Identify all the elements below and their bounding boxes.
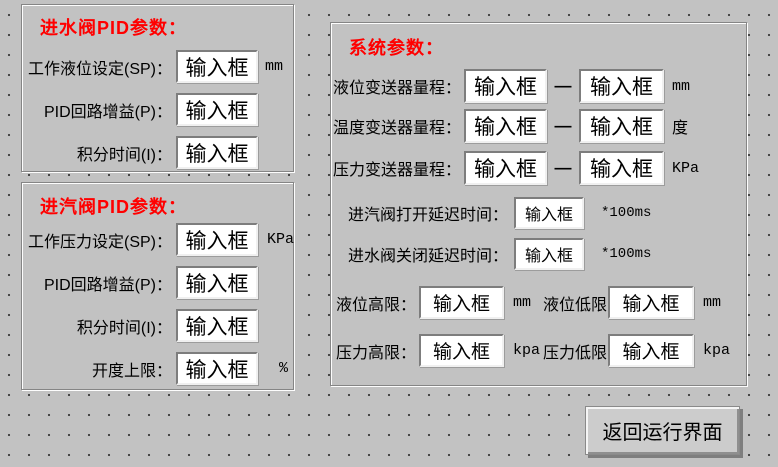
pressure-range-unit: KPa [672,159,700,177]
level-high-limit-input-box[interactable]: 输入框 [419,286,504,319]
water-sp-unit: mm [265,58,284,75]
water-sp-label: 工作液位设定(SP)： [27,60,172,78]
steam-valve-pid-group: 进汽阀PID参数： 工作压力设定(SP)： 输入框 KPa PID回路增益(P)… [21,182,294,390]
pressure-range-label: 压力变送器量程： [332,162,461,179]
steam-open-delay-row: 进汽阀打开延迟时间： 输入框 *100ms [331,197,651,229]
steam-integral-row: 积分时间(I)： 输入框 [22,309,258,342]
level-range-label: 液位变送器量程： [332,80,461,97]
steam-opening-limit-label: 开度上限： [91,362,172,380]
steam-integral-input-box[interactable]: 输入框 [176,309,258,342]
steam-opening-limit-input-box[interactable]: 输入框 [176,352,258,385]
water-close-delay-input-box[interactable]: 输入框 [514,238,584,270]
level-range-dash: — [554,76,572,95]
water-integral-input-box[interactable]: 输入框 [176,136,258,169]
water-gain-row: PID回路增益(P)： 输入框 [22,93,258,126]
steam-open-delay-label: 进汽阀打开延迟时间： [347,207,508,224]
water-close-delay-label: 进水阀关闭延迟时间： [347,248,508,265]
water-close-delay-unit: *100ms [601,246,652,262]
temperature-range-min-input-box[interactable]: 输入框 [464,109,547,143]
level-low-limit-label: 液位低限： [543,296,624,314]
pressure-limit-row: 压力高限： 输入框 kpa 压力低限： 输入框 kpa [331,334,730,367]
steam-opening-limit-unit: % [279,360,289,377]
steam-sp-unit: KPa [267,231,295,248]
pressure-range-min-input-box[interactable]: 输入框 [464,151,547,185]
return-run-screen-button[interactable]: 返回运行界面 [585,406,740,455]
water-sp-row: 工作液位设定(SP)： 输入框 mm [22,50,283,83]
temperature-range-row: 温度变送器量程： 输入框 — 输入框 度 [331,109,688,143]
temperature-range-max-input-box[interactable]: 输入框 [579,109,664,143]
temperature-range-label: 温度变送器量程： [332,120,461,137]
steam-opening-limit-row: 开度上限： 输入框 % [22,352,288,385]
steam-sp-label: 工作压力设定(SP)： [27,233,172,251]
water-close-delay-row: 进水阀关闭延迟时间： 输入框 *100ms [331,238,651,270]
level-range-unit: mm [672,77,691,95]
water-integral-row: 积分时间(I)： 输入框 [22,136,258,169]
system-params-group-title: 系统参数： [349,38,444,58]
water-valve-pid-group-title: 进水阀PID参数： [40,18,188,38]
pressure-low-limit-unit: kpa [703,342,731,359]
steam-gain-label: PID回路增益(P)： [43,276,172,294]
pressure-low-limit-input-box[interactable]: 输入框 [608,334,694,367]
pressure-high-limit-unit: kpa [513,342,541,359]
level-low-limit-unit: mm [703,294,722,311]
temperature-range-dash: — [554,116,572,135]
pressure-high-limit-input-box[interactable]: 输入框 [419,334,504,367]
level-range-row: 液位变送器量程： 输入框 — 输入框 mm [331,69,690,103]
steam-sp-row: 工作压力设定(SP)： 输入框 KPa [22,223,294,256]
level-high-limit-unit: mm [513,294,532,311]
pressure-range-max-input-box[interactable]: 输入框 [579,151,664,185]
water-gain-input-box[interactable]: 输入框 [176,93,258,126]
system-params-group: 系统参数： 液位变送器量程： 输入框 — 输入框 mm 温度变送器量程： 输入框… [330,22,747,386]
water-valve-pid-group: 进水阀PID参数： 工作液位设定(SP)： 输入框 mm PID回路增益(P)：… [21,4,294,172]
pressure-high-limit-label: 压力高限： [335,344,416,362]
steam-sp-input-box[interactable]: 输入框 [176,223,258,256]
steam-open-delay-unit: *100ms [601,205,652,221]
level-high-limit-label: 液位高限： [335,296,416,314]
water-sp-input-box[interactable]: 输入框 [176,50,258,83]
level-low-limit-input-box[interactable]: 输入框 [608,286,694,319]
steam-gain-input-box[interactable]: 输入框 [176,266,258,299]
temperature-range-unit: 度 [672,120,689,138]
steam-integral-label: 积分时间(I)： [76,319,172,337]
steam-open-delay-input-box[interactable]: 输入框 [514,197,584,229]
water-gain-label: PID回路增益(P)： [43,103,172,121]
steam-gain-row: PID回路增益(P)： 输入框 [22,266,258,299]
level-range-min-input-box[interactable]: 输入框 [464,69,547,103]
pressure-low-limit-label: 压力低限： [543,344,624,362]
pressure-range-row: 压力变送器量程： 输入框 — 输入框 KPa [331,151,699,185]
pressure-range-dash: — [554,158,572,177]
water-integral-label: 积分时间(I)： [76,146,172,164]
steam-valve-pid-group-title: 进汽阀PID参数： [40,197,188,217]
level-limit-row: 液位高限： 输入框 mm 液位低限： 输入框 mm [331,286,721,319]
level-range-max-input-box[interactable]: 输入框 [579,69,664,103]
